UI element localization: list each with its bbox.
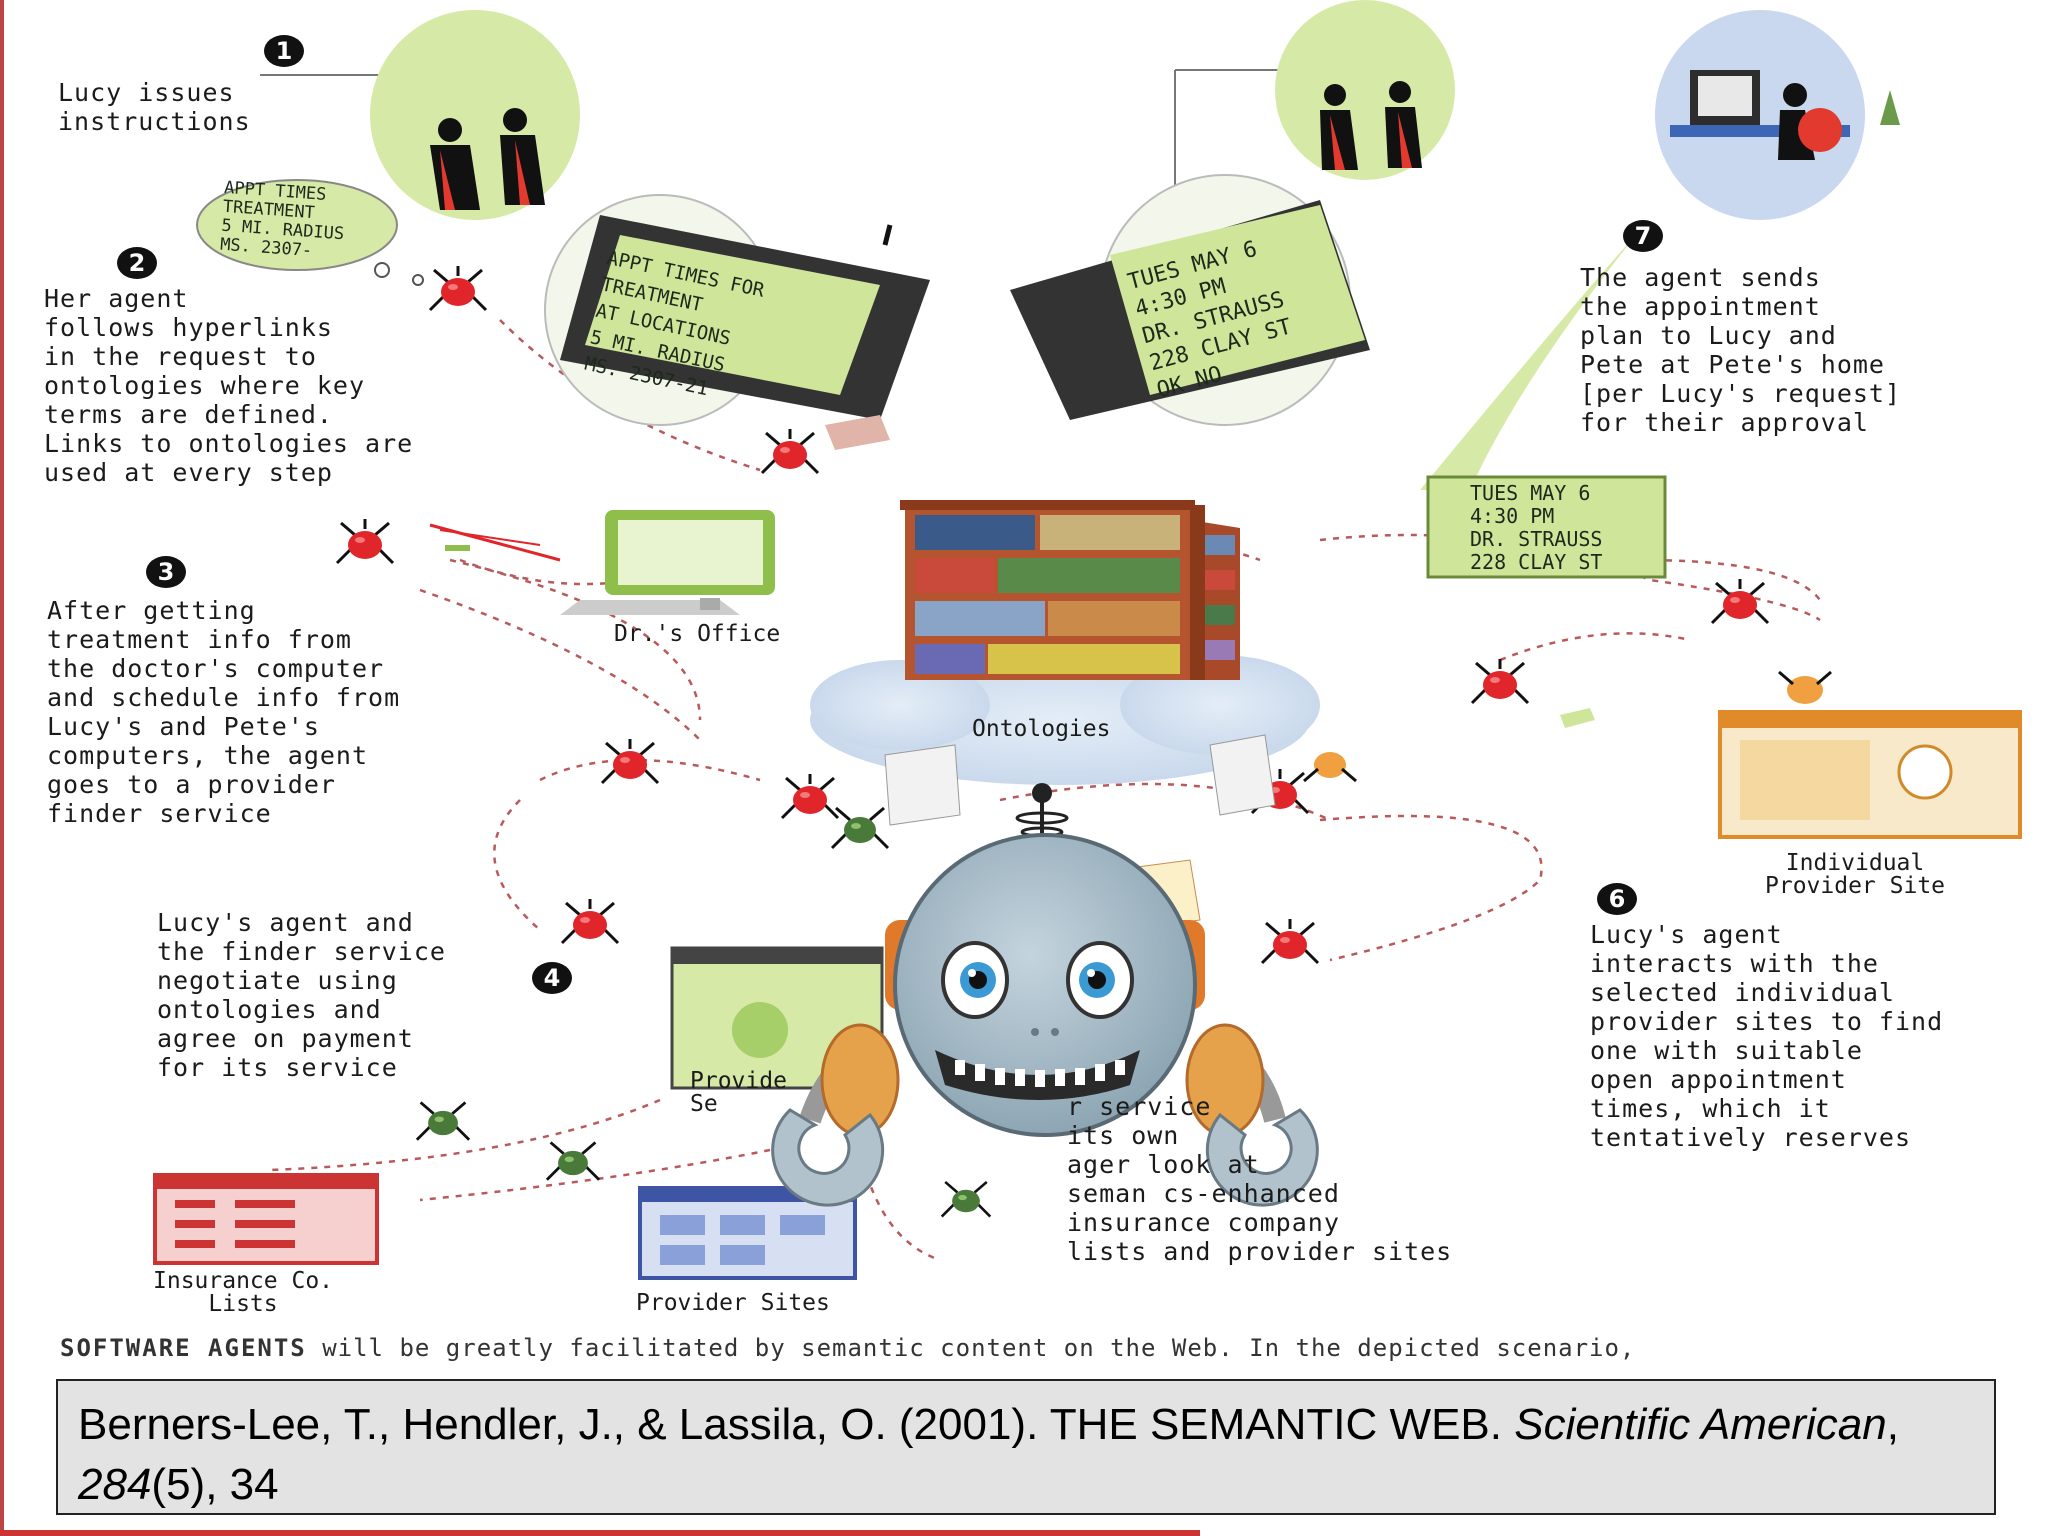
drs-office-computer — [429, 510, 775, 615]
provider-sites-label: Provider Sites — [636, 1290, 830, 1316]
citation-issue: (5), 34 — [151, 1460, 279, 1509]
individual-provider-window — [1718, 710, 2022, 839]
plan-card — [1426, 475, 1667, 579]
step-1-number: 1 — [264, 35, 304, 67]
insurance-lists-window — [153, 1173, 379, 1265]
pda-reply — [1010, 174, 1370, 426]
citation-authors: Berners-Lee, T., Hendler, J., & Lassila,… — [78, 1400, 1515, 1449]
caption-rest: will be greatly facilitated by semantic … — [306, 1334, 1636, 1362]
provider-finder-label: Provide Se — [690, 1068, 787, 1117]
step-7-text: The agent sends the appointment plan to … — [1580, 263, 1902, 437]
step-4-number: 4 — [532, 962, 572, 994]
agent-bugs — [335, 264, 1832, 1218]
step-6-text: Lucy's agent interacts with the selected… — [1590, 920, 1944, 1152]
bookshelf-icon — [900, 500, 1240, 680]
citation-volume: 284 — [78, 1460, 152, 1509]
step-1-text: Lucy issues instructions — [58, 78, 251, 136]
caption-lead: SOFTWARE AGENTS — [60, 1334, 307, 1362]
documents — [825, 415, 1595, 931]
left-border — [0, 0, 4, 1536]
robot-icon — [771, 783, 1319, 1207]
robot-teeth — [955, 1060, 1125, 1087]
step-2-number: 2 — [117, 247, 157, 279]
step7-plan-beam — [1420, 230, 1640, 490]
plan-card-text: TUES MAY 6 4:30 PM DR. STRAUSS 228 CLAY … — [1470, 481, 1603, 574]
individual-provider-site-label: Individual Provider Site — [1765, 850, 1946, 899]
step-5-text: r service its own ager look at seman cs-… — [1067, 1092, 1453, 1266]
bottom-border — [0, 1530, 1200, 1536]
citation-box: Berners-Lee, T., Hendler, J., & Lassila,… — [56, 1379, 1996, 1515]
citation-sep: , — [1886, 1400, 1899, 1449]
step-6-number: 6 — [1597, 883, 1637, 915]
thought-bubble-text: APPT TIMES TREATMENT 5 MI. RADIUS MS. 23… — [219, 177, 345, 262]
citation-journal: Scientific American — [1514, 1400, 1887, 1449]
step-7-number: 7 — [1623, 220, 1663, 252]
insurance-lists-label: Insurance Co. Lists — [153, 1268, 334, 1317]
step1-illustration — [260, 10, 580, 220]
step-3-text: After getting treatment info from the do… — [47, 596, 401, 828]
step-3-number: 3 — [146, 556, 186, 588]
step7-illustration — [1174, 0, 1900, 250]
ontologies-label: Ontologies — [972, 716, 1111, 742]
pda-request — [544, 194, 930, 426]
step-2-text: Her agent follows hyperlinks in the requ… — [44, 284, 414, 487]
drs-office-label: Dr.'s Office — [614, 621, 781, 647]
step-4-text: Lucy's agent and the finder service nego… — [157, 908, 446, 1082]
shelf-books — [915, 515, 1180, 674]
figure-caption: SOFTWARE AGENTS will be greatly facilita… — [60, 1334, 1960, 1362]
thought-bubble — [196, 179, 424, 286]
